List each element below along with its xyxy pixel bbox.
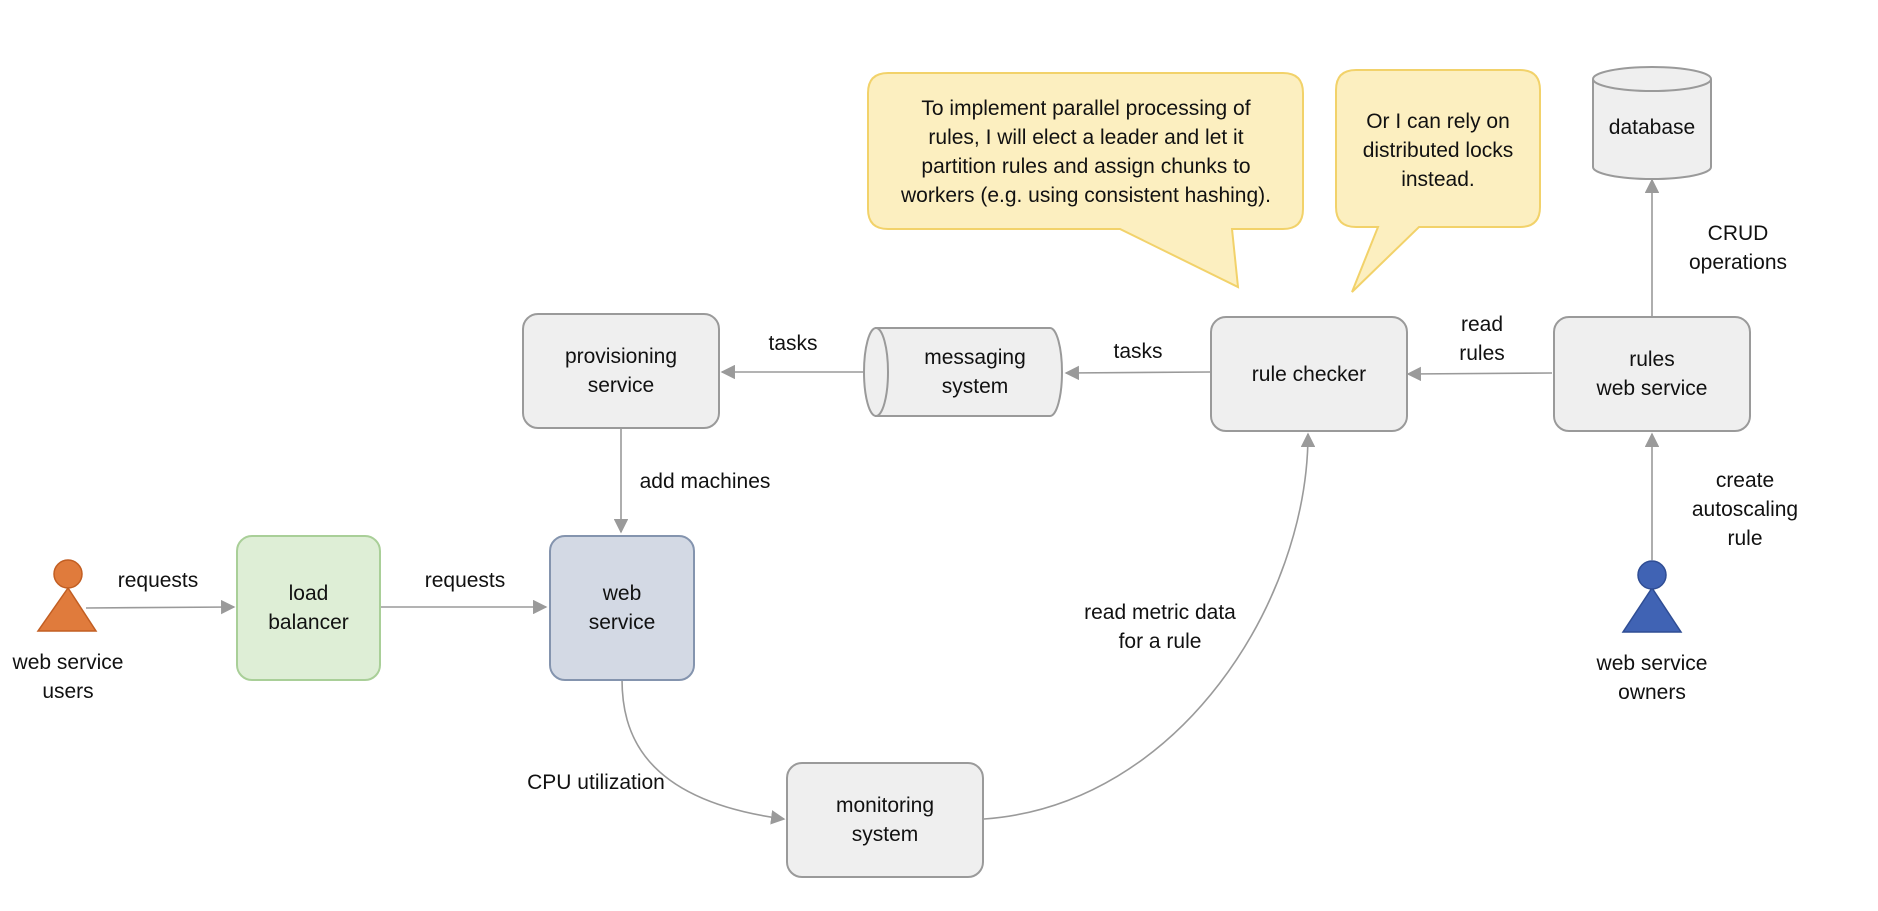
callout-locks-text: Or I can rely on distributed locks inste… bbox=[1362, 109, 1514, 191]
arrow-rules-to-rulechecker bbox=[1406, 366, 1553, 382]
messaging-system-label: messaging system bbox=[924, 346, 1026, 398]
database-label: database bbox=[1608, 115, 1696, 139]
callout-leader-text: To implement parallel processing of rule… bbox=[900, 97, 1271, 207]
arrow-rulechecker-to-messaging bbox=[1064, 365, 1211, 381]
web-service-node: web service bbox=[549, 535, 695, 681]
owners-actor-icon bbox=[1621, 560, 1683, 633]
rule-checker-node: rule checker bbox=[1210, 316, 1408, 432]
label-crud-operations: CRUD operations bbox=[1688, 222, 1788, 274]
users-actor-label: web service users bbox=[12, 651, 124, 703]
label-tasks-to-provisioning: tasks bbox=[768, 332, 818, 355]
rules-web-service-node: rules web service bbox=[1553, 316, 1751, 432]
users-actor-icon bbox=[36, 559, 98, 632]
label-add-machines: add machines bbox=[639, 470, 771, 493]
provisioning-service-node: provisioning service bbox=[522, 313, 720, 429]
load-balancer-node: load balancer bbox=[236, 535, 381, 681]
label-cpu-utilization: CPU utilization bbox=[527, 771, 665, 794]
arrow-users-to-lb bbox=[85, 599, 236, 615]
monitoring-system-node: monitoring system bbox=[786, 762, 984, 878]
callout-locks-bubble bbox=[1335, 69, 1541, 293]
label-requests-lb: requests bbox=[424, 569, 506, 592]
label-read-metric-data: read metric data for a rule bbox=[1084, 601, 1236, 653]
arrow-monitoring-to-rulechecker bbox=[983, 432, 1316, 820]
label-create-autoscaling-rule: create autoscaling rule bbox=[1691, 469, 1799, 550]
owners-actor-label: web service owners bbox=[1596, 652, 1708, 704]
arrow-web-to-monitoring bbox=[621, 678, 786, 825]
label-requests-users: requests bbox=[117, 569, 199, 592]
label-tasks-to-messaging: tasks bbox=[1113, 340, 1163, 363]
callout-leader-bubble bbox=[867, 72, 1304, 289]
label-read-rules: read rules bbox=[1459, 313, 1505, 365]
messaging-system-cylinder bbox=[863, 327, 1063, 417]
